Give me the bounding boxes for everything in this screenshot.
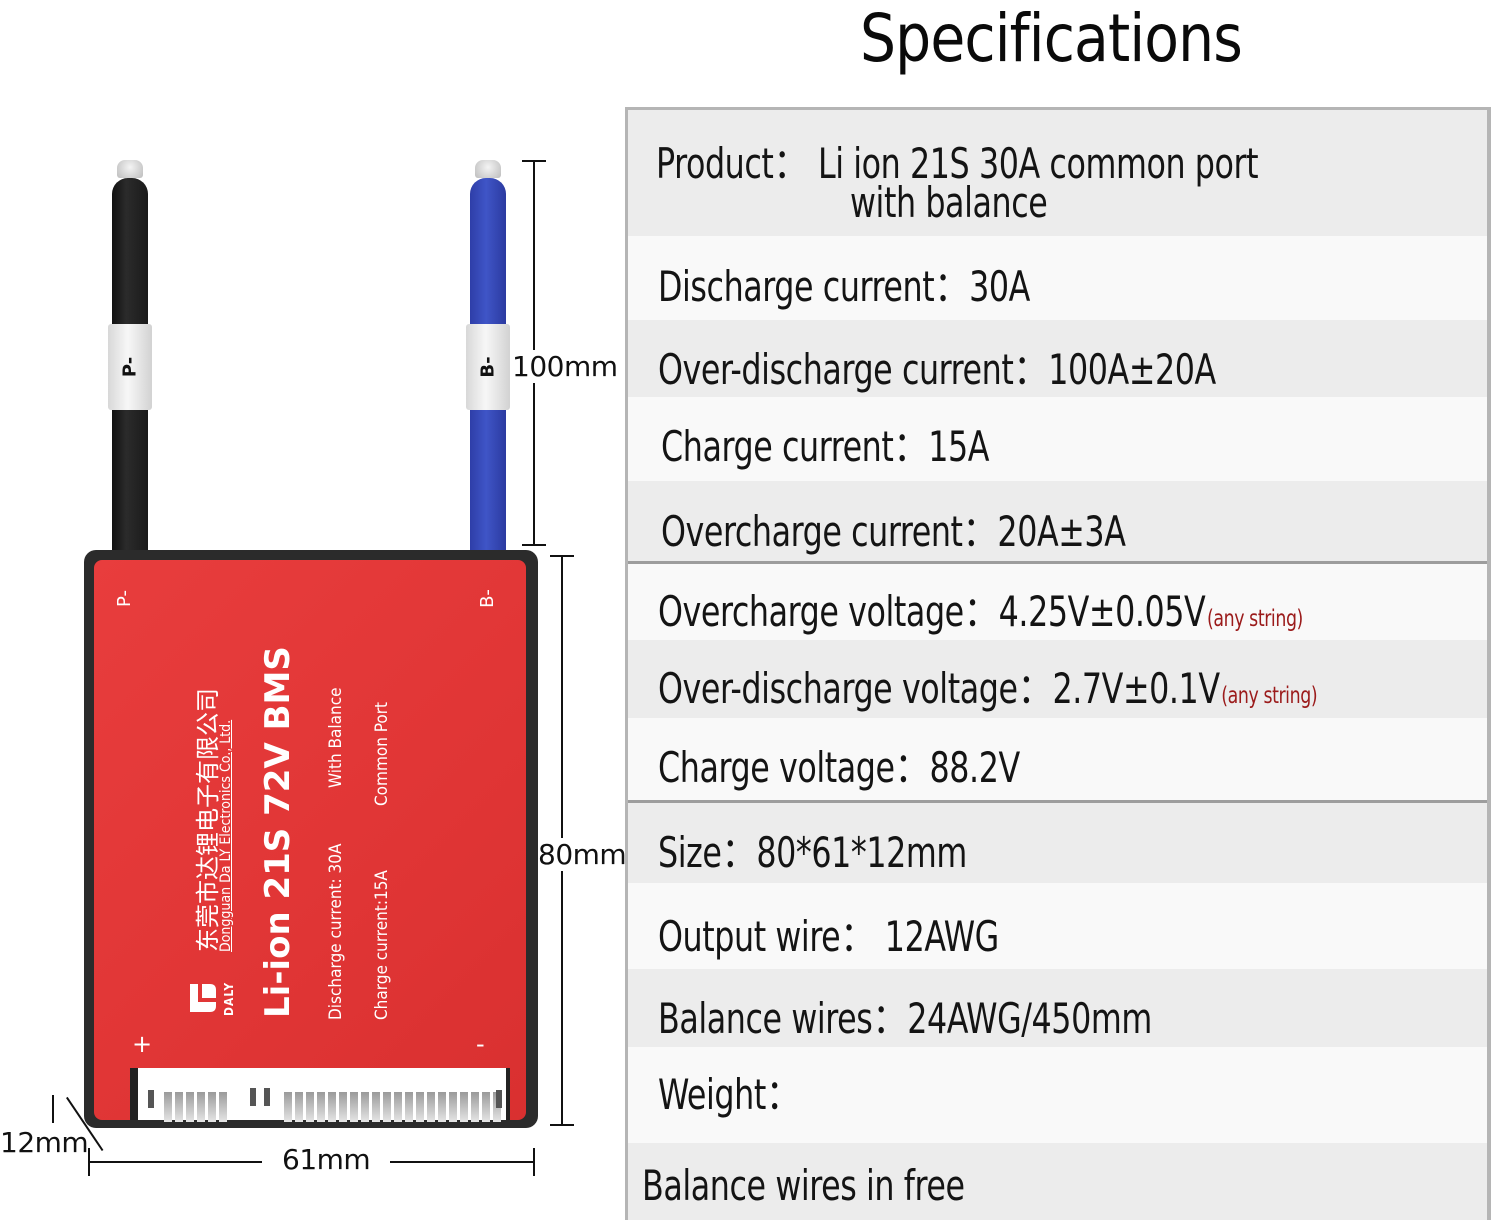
spec-value-line2: with balance xyxy=(850,178,1048,227)
spec-row-balance-wires-free: Balance wires in free xyxy=(628,1143,1487,1220)
daly-logo-icon xyxy=(188,982,218,1014)
dimension-80mm-label: 80mm xyxy=(538,838,627,871)
group-divider xyxy=(628,561,1487,564)
spec-value: Li ion 21S 30A common port xyxy=(817,139,1259,188)
balance-connector xyxy=(130,1068,510,1122)
wire-tip-icon xyxy=(475,160,501,178)
spec-value: 12AWG xyxy=(875,912,999,961)
spec-label: Over-discharge voltage： xyxy=(658,664,1053,713)
spec-label: Weight： xyxy=(658,1070,801,1119)
spec-note: (any string) xyxy=(1207,606,1303,632)
spec-label: Overcharge current： xyxy=(661,507,998,556)
spec-row-size: Size：80*61*12mm xyxy=(628,803,1487,883)
spec-value: 15A xyxy=(928,422,990,471)
board-with-balance: With Balance xyxy=(326,687,346,788)
spec-value: 80*61*12mm xyxy=(756,828,967,877)
bms-board-face: P- B- + - DALY 东莞市达锂电子有限公司 Dongguan Da L… xyxy=(94,560,526,1120)
company-name-en: Dongguan Da LY Electronics Co., Ltd. xyxy=(218,719,234,952)
p-minus-sleeve: P- xyxy=(108,324,152,410)
spec-value: 20A±3A xyxy=(997,507,1126,556)
board-common-port: Common Port xyxy=(372,702,392,806)
board-label-minus: - xyxy=(476,1030,485,1058)
spec-note: (any string) xyxy=(1221,683,1318,709)
dimension-100mm-label: 100mm xyxy=(512,350,618,383)
spec-row-product: Product： Li ion 21S 30A common port with… xyxy=(628,110,1487,236)
page-title: Specifications xyxy=(860,0,1243,77)
spec-label: Charge current： xyxy=(661,422,929,471)
spec-label: Over-discharge current： xyxy=(658,345,1049,394)
p-minus-sleeve-label: P- xyxy=(119,356,141,378)
spec-label: Balance wires in free xyxy=(642,1161,965,1210)
spec-row-weight: Weight： xyxy=(628,1047,1487,1143)
board-charge-current: Charge current:15A xyxy=(372,870,392,1020)
spec-label: Overcharge voltage： xyxy=(658,587,999,636)
spec-table: Product： Li ion 21S 30A common port with… xyxy=(625,107,1491,1220)
board-label-b-minus: B- xyxy=(476,589,498,608)
spec-row-discharge-current: Discharge current：30A xyxy=(628,236,1487,320)
spec-label: Balance wires： xyxy=(658,994,908,1043)
b-minus-sleeve-label: B- xyxy=(477,356,499,378)
spec-label: Discharge current： xyxy=(658,262,970,311)
spec-row-overcharge-current: Overcharge current：20A±3A xyxy=(628,481,1487,561)
daly-logo-text: DALY xyxy=(222,981,236,1016)
spec-label: Charge voltage： xyxy=(658,743,930,792)
spec-row-over-discharge-voltage: Over-discharge voltage：2.7V±0.1V(any str… xyxy=(628,640,1487,718)
spec-label: Product： xyxy=(656,139,809,188)
spec-value: 4.25V±0.05V xyxy=(998,587,1206,636)
spec-row-charge-voltage: Charge voltage：88.2V xyxy=(628,718,1487,800)
spec-row-charge-current: Charge current：15A xyxy=(628,397,1487,481)
spec-label: Output wire： xyxy=(658,912,876,961)
board-label-plus: + xyxy=(132,1030,153,1058)
spec-row-balance-wires: Balance wires：24AWG/450mm xyxy=(628,969,1487,1047)
dimension-12mm-label: 12mm xyxy=(0,1126,89,1159)
spec-row-overcharge-voltage: Overcharge voltage：4.25V±0.05V(any strin… xyxy=(628,564,1487,640)
board-model: Li-ion 21S 72V BMS xyxy=(258,646,298,1018)
spec-value: 30A xyxy=(969,262,1030,311)
dimension-61mm-label: 61mm xyxy=(262,1143,391,1176)
spec-value: 2.7V±0.1V xyxy=(1052,664,1220,713)
board-label-p-minus: P- xyxy=(113,590,135,607)
spec-value: 100A±20A xyxy=(1048,345,1216,394)
group-divider xyxy=(628,800,1487,803)
spec-row-output-wire: Output wire： 12AWG xyxy=(628,883,1487,969)
board-discharge-current: Discharge current: 30A xyxy=(326,843,346,1020)
spec-value: 24AWG/450mm xyxy=(907,994,1152,1043)
wire-tip-icon xyxy=(117,160,143,178)
spec-value: 88.2V xyxy=(929,743,1021,792)
spec-row-over-discharge-current: Over-discharge current：100A±20A xyxy=(628,320,1487,397)
b-minus-sleeve: B- xyxy=(466,324,510,410)
spec-label: Size： xyxy=(658,828,757,877)
